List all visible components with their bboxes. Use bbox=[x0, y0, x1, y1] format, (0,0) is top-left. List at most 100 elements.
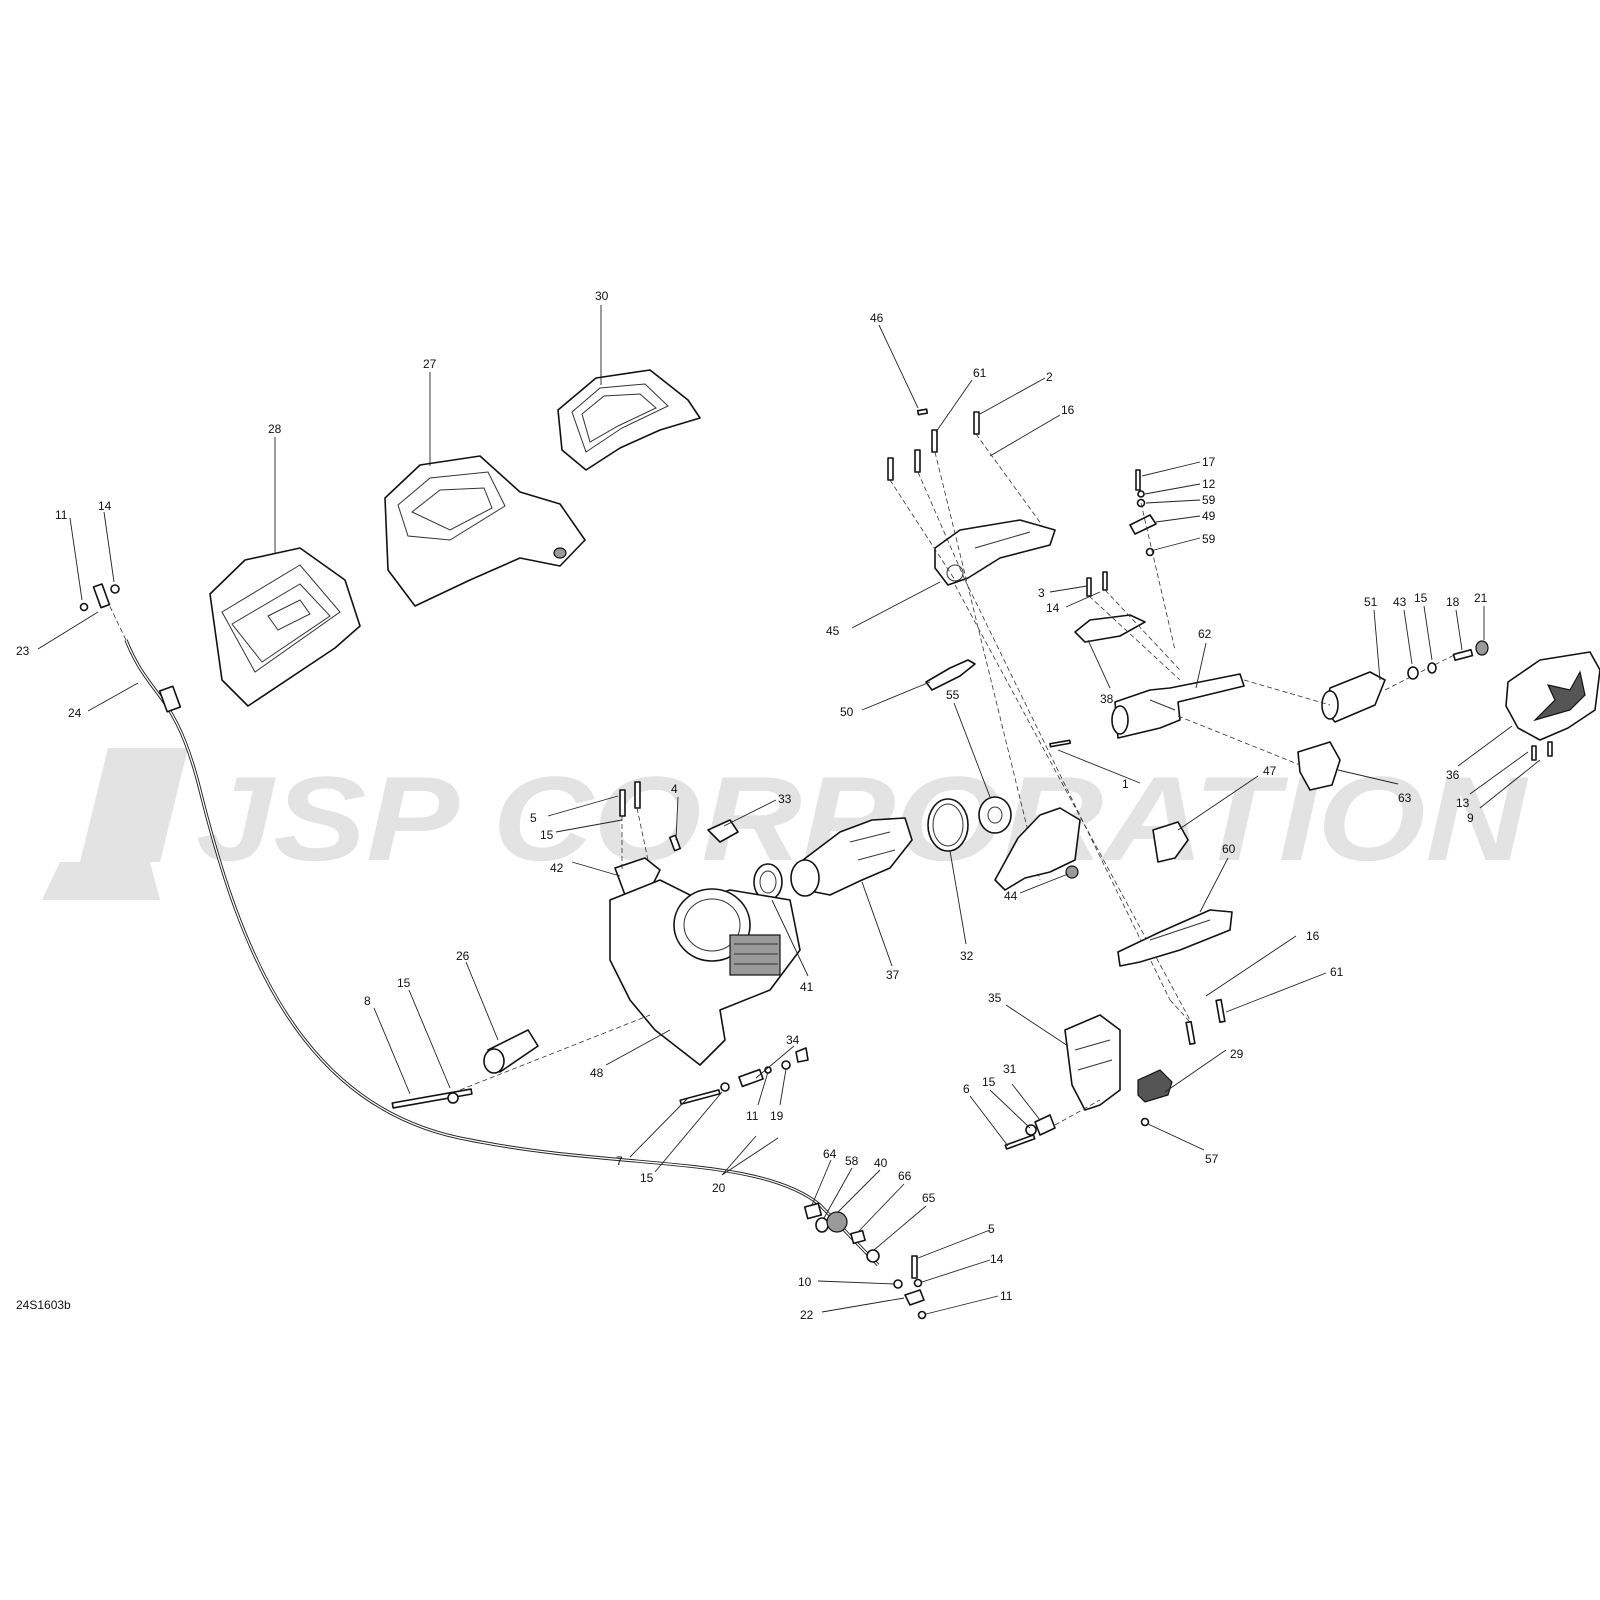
callout-6: 6 bbox=[963, 1082, 970, 1096]
callout-59-lower: 59 bbox=[1202, 532, 1216, 546]
callout-5-bottom: 5 bbox=[988, 1222, 995, 1236]
callout-14-mid: 14 bbox=[1046, 601, 1060, 615]
callout-43: 43 bbox=[1393, 595, 1407, 609]
part-handguard-36 bbox=[1505, 651, 1600, 761]
callout-3: 3 bbox=[1038, 586, 1045, 600]
callout-57: 57 bbox=[1205, 1152, 1219, 1166]
callout-15-center: 15 bbox=[640, 1171, 654, 1185]
part-upper-cover-45 bbox=[934, 519, 1056, 586]
callout-1: 1 bbox=[1122, 777, 1129, 791]
callout-41: 41 bbox=[800, 980, 814, 994]
callout-35: 35 bbox=[988, 991, 1002, 1005]
part-ring-32 bbox=[927, 798, 969, 852]
lower-right-fasteners bbox=[1169, 998, 1226, 1045]
callout-13: 13 bbox=[1456, 796, 1470, 810]
callout-10: 10 bbox=[798, 1275, 812, 1289]
callout-12: 12 bbox=[1202, 477, 1216, 491]
watermark-logo-mark bbox=[42, 748, 188, 900]
callout-2: 2 bbox=[1046, 370, 1053, 384]
callout-11-center: 11 bbox=[746, 1109, 759, 1123]
callout-44: 44 bbox=[1004, 889, 1018, 903]
callout-51: 51 bbox=[1364, 595, 1378, 609]
callout-7: 7 bbox=[616, 1154, 623, 1168]
upper-right-small-parts bbox=[1129, 469, 1176, 651]
callout-61-top: 61 bbox=[973, 366, 987, 380]
part-mount-35 bbox=[1064, 1014, 1121, 1111]
callout-34: 34 bbox=[786, 1033, 800, 1047]
part-lower-cover-60 bbox=[1117, 909, 1233, 967]
callout-63: 63 bbox=[1398, 791, 1412, 805]
callout-33: 33 bbox=[778, 792, 792, 806]
callout-28: 28 bbox=[268, 422, 282, 436]
callout-45: 45 bbox=[826, 624, 840, 638]
callout-38: 38 bbox=[1100, 692, 1114, 706]
callout-15-mount: 15 bbox=[982, 1075, 996, 1089]
diagram-reference-code: 24S1603b bbox=[16, 1298, 71, 1312]
callout-64: 64 bbox=[823, 1147, 837, 1161]
callout-50: 50 bbox=[840, 705, 854, 719]
part-cover-27 bbox=[384, 455, 586, 607]
part-29 bbox=[1137, 1069, 1173, 1127]
callout-11-top-left: 11 bbox=[55, 508, 68, 522]
callout-32: 32 bbox=[960, 949, 974, 963]
callout-61-lower: 61 bbox=[1330, 965, 1344, 979]
callout-62: 62 bbox=[1198, 627, 1212, 641]
part-cover-30 bbox=[557, 369, 701, 471]
callout-42: 42 bbox=[550, 861, 564, 875]
callout-65: 65 bbox=[922, 1191, 936, 1205]
callout-59-upper: 59 bbox=[1202, 493, 1216, 507]
callout-26: 26 bbox=[456, 949, 470, 963]
callout-37: 37 bbox=[886, 968, 900, 982]
callout-15-upper-right: 15 bbox=[1414, 591, 1428, 605]
callout-60: 60 bbox=[1222, 842, 1236, 856]
callout-40: 40 bbox=[874, 1156, 888, 1170]
lower-cable-fittings bbox=[803, 1202, 880, 1263]
part-cover-28 bbox=[209, 547, 361, 707]
callout-18: 18 bbox=[1446, 595, 1460, 609]
callout-17: 17 bbox=[1202, 455, 1216, 469]
callout-48: 48 bbox=[590, 1066, 604, 1080]
part-47 bbox=[1152, 821, 1189, 863]
callout-31: 31 bbox=[1003, 1062, 1017, 1076]
callout-4: 4 bbox=[671, 782, 678, 796]
callout-8: 8 bbox=[364, 994, 371, 1008]
part-38-assembly bbox=[1074, 571, 1181, 681]
callout-46: 46 bbox=[870, 311, 884, 325]
callout-47: 47 bbox=[1263, 764, 1277, 778]
callout-16-lower: 16 bbox=[1306, 929, 1320, 943]
part-handlebar-62 bbox=[1049, 673, 1245, 748]
callout-14-bottom: 14 bbox=[990, 1252, 1004, 1266]
part-switch-44 bbox=[994, 807, 1081, 891]
callout-49: 49 bbox=[1202, 509, 1216, 523]
callout-15-left: 15 bbox=[540, 828, 554, 842]
callout-15-column: 15 bbox=[397, 976, 411, 990]
callout-22: 22 bbox=[800, 1308, 814, 1322]
part-housing-37 bbox=[790, 817, 913, 897]
callout-5-left: 5 bbox=[530, 811, 537, 825]
callout-27: 27 bbox=[423, 357, 437, 371]
part-column-48 bbox=[609, 879, 801, 1066]
callout-29: 29 bbox=[1230, 1047, 1244, 1061]
callout-layer: 30 27 28 11 14 23 24 46 61 2 16 17 12 59… bbox=[16, 289, 1541, 1322]
center-cable-fittings bbox=[679, 1047, 809, 1105]
part-55 bbox=[978, 796, 1012, 834]
cable-end-fasteners bbox=[893, 1255, 927, 1320]
callout-55: 55 bbox=[946, 688, 960, 702]
left-column-fasteners bbox=[391, 1014, 651, 1109]
callout-30: 30 bbox=[595, 289, 609, 303]
part-grip-51 bbox=[1243, 640, 1489, 723]
throttle-cable bbox=[79, 583, 880, 1267]
part-50 bbox=[925, 659, 976, 691]
part-bracket-63 bbox=[1177, 715, 1341, 791]
callout-36: 36 bbox=[1446, 768, 1460, 782]
lower-mount-fasteners bbox=[1004, 1099, 1101, 1150]
callout-11-bottom: 11 bbox=[1000, 1289, 1013, 1303]
callout-19: 19 bbox=[770, 1109, 784, 1123]
callout-9: 9 bbox=[1467, 811, 1474, 825]
callout-58: 58 bbox=[845, 1154, 859, 1168]
callout-66: 66 bbox=[898, 1169, 912, 1183]
callout-20: 20 bbox=[712, 1181, 726, 1195]
callout-21: 21 bbox=[1474, 591, 1488, 605]
callout-24: 24 bbox=[68, 706, 82, 720]
